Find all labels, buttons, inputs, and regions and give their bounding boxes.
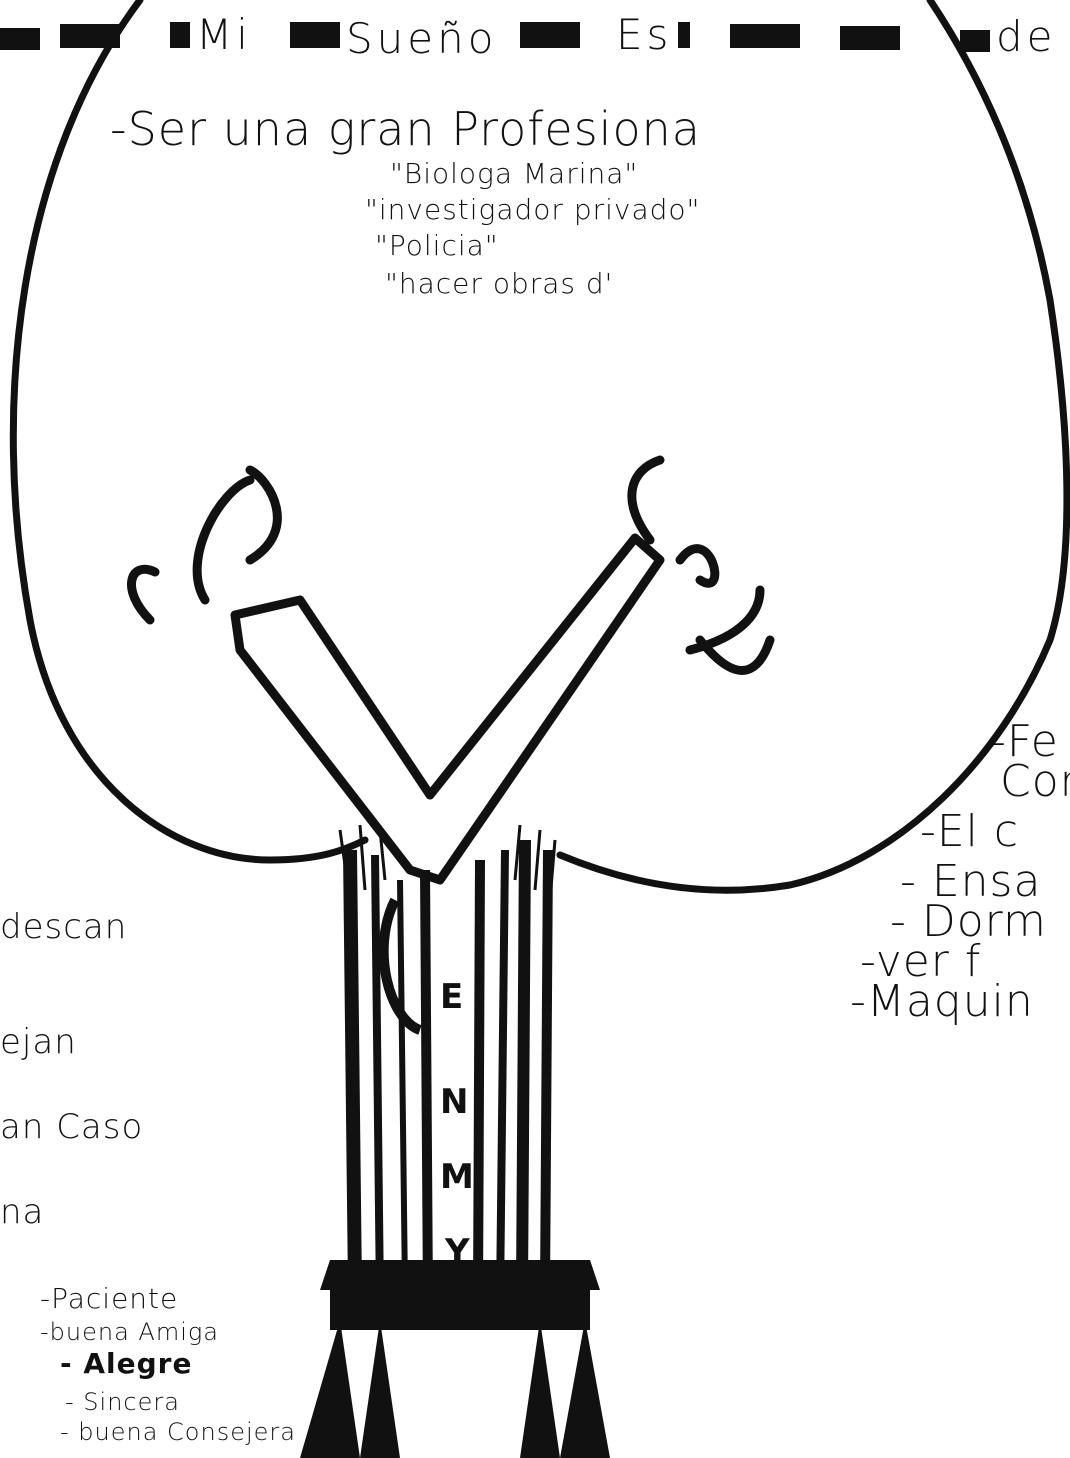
- trunk-letter: Y: [445, 1235, 471, 1269]
- dream-option: "Biologa Marina": [390, 160, 638, 188]
- quality-item: - buena Consejera: [60, 1420, 296, 1444]
- quality-item: -Paciente: [40, 1285, 178, 1313]
- heading-de: de: [990, 16, 1063, 58]
- tree-roots: [300, 1260, 610, 1458]
- trunk-letter: M: [440, 1160, 475, 1194]
- left-list-item: descan: [0, 910, 127, 944]
- left-branch-hand: [131, 470, 277, 620]
- heading-es: Es: [610, 14, 678, 56]
- dream-option: "Policia": [375, 232, 499, 260]
- dream-option: "hacer obras d': [385, 270, 613, 298]
- dream-main-text: -Ser una gran Profesiona: [110, 106, 701, 152]
- left-list-item: ejan: [0, 1025, 77, 1059]
- right-list-item: Cor: [1000, 760, 1070, 804]
- top-dashed-border: [0, 22, 1020, 52]
- heading-mi: Mi: [190, 14, 258, 56]
- trunk-letter: N: [440, 1085, 469, 1119]
- right-list-item: -Maquin: [850, 980, 1034, 1024]
- right-list-item: -El c: [920, 810, 1019, 854]
- dream-option: "investigador privado": [365, 196, 700, 224]
- left-list-item: na: [0, 1195, 44, 1229]
- heading-sueno: Sueño: [340, 18, 503, 60]
- quality-item: - Sincera: [65, 1390, 180, 1414]
- tree-trunk: [350, 840, 548, 1300]
- tree-branches: [235, 538, 660, 880]
- quality-item: -buena Amiga: [40, 1320, 219, 1344]
- trunk-letter: E: [440, 980, 464, 1014]
- quality-item: - Alegre: [60, 1350, 192, 1378]
- left-list-item: an Caso: [0, 1110, 143, 1144]
